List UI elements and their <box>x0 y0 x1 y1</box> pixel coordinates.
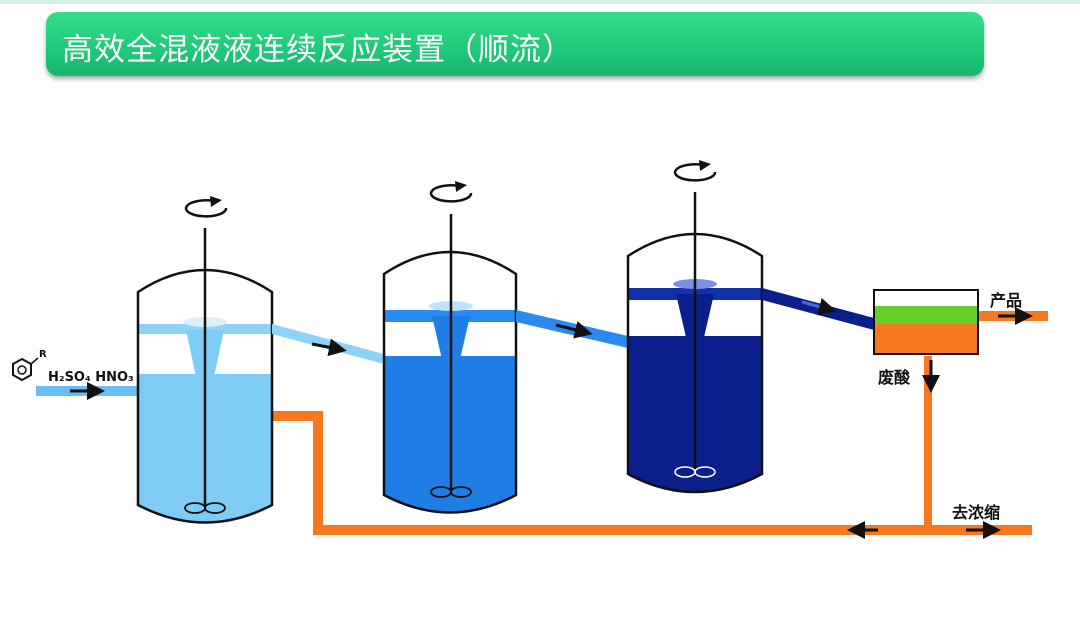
overflow-pipe-2 <box>516 310 628 348</box>
separator-tank <box>873 289 979 355</box>
top-accent-line <box>0 0 1080 4</box>
reactor-3 <box>626 160 764 494</box>
rotation-icon <box>429 181 473 203</box>
overflow-pipe-3 <box>762 288 874 330</box>
to-concentrate-label: 去浓缩 <box>952 503 1000 522</box>
waste-acid-label: 废酸 <box>878 368 911 387</box>
feed-line <box>36 382 140 400</box>
reagents-label: H₂SO₄ HNO₃ <box>48 370 134 385</box>
product-label: 产品 <box>990 291 1022 310</box>
benzene-ring-icon <box>12 357 39 382</box>
rotation-icon <box>184 196 228 218</box>
substituent-label: R <box>39 349 47 360</box>
rotation-icon <box>673 160 717 182</box>
waste-acid-line <box>272 307 1048 539</box>
overflow-pipe-1 <box>272 324 384 364</box>
reactor-2 <box>382 181 518 514</box>
title-banner: 高效全混液液连续反应装置（顺流） <box>46 12 984 76</box>
reactor-1 <box>136 196 274 524</box>
page-title: 高效全混液液连续反应装置（顺流） <box>62 32 574 68</box>
